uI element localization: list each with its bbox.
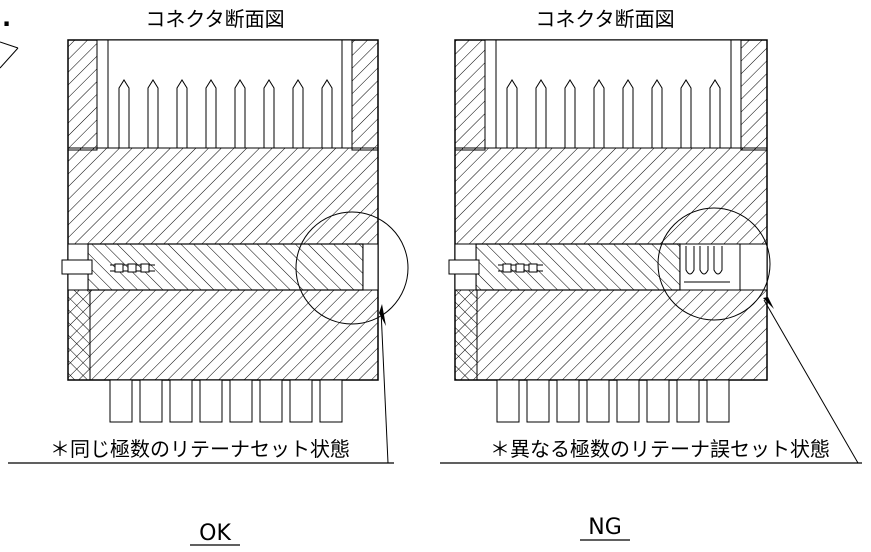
corner-text: .	[2, 4, 11, 32]
panel-ok: コネクタ断面図	[8, 7, 409, 546]
panel-ng: コネクタ断面図	[440, 7, 862, 541]
panel-title: コネクタ断面図	[145, 7, 284, 31]
terminal-cavity	[96, 39, 353, 149]
pin-row	[506, 79, 721, 148]
housing-upper-body	[67, 147, 379, 245]
panel-caption: ＊同じ極数のリテーナセット状態	[50, 437, 350, 461]
detail-circle	[295, 211, 409, 325]
panel-title: コネクタ断面図	[535, 7, 674, 31]
wire-row	[109, 379, 343, 423]
misaligned-lock-area	[679, 243, 768, 291]
terminal-cavity	[484, 39, 742, 149]
wire-row	[496, 379, 730, 423]
housing-upper-body	[454, 147, 768, 245]
verdict-label: OK	[199, 521, 231, 546]
verdict-label: NG	[588, 515, 622, 540]
pin-row	[118, 79, 333, 148]
housing-lower-body	[454, 289, 768, 381]
housing-lower-body	[67, 289, 379, 381]
panel-caption: ＊異なる極数のリテーナ誤セット状態	[490, 437, 830, 461]
detail-circle	[657, 207, 771, 321]
corner-arrow	[0, 41, 19, 69]
